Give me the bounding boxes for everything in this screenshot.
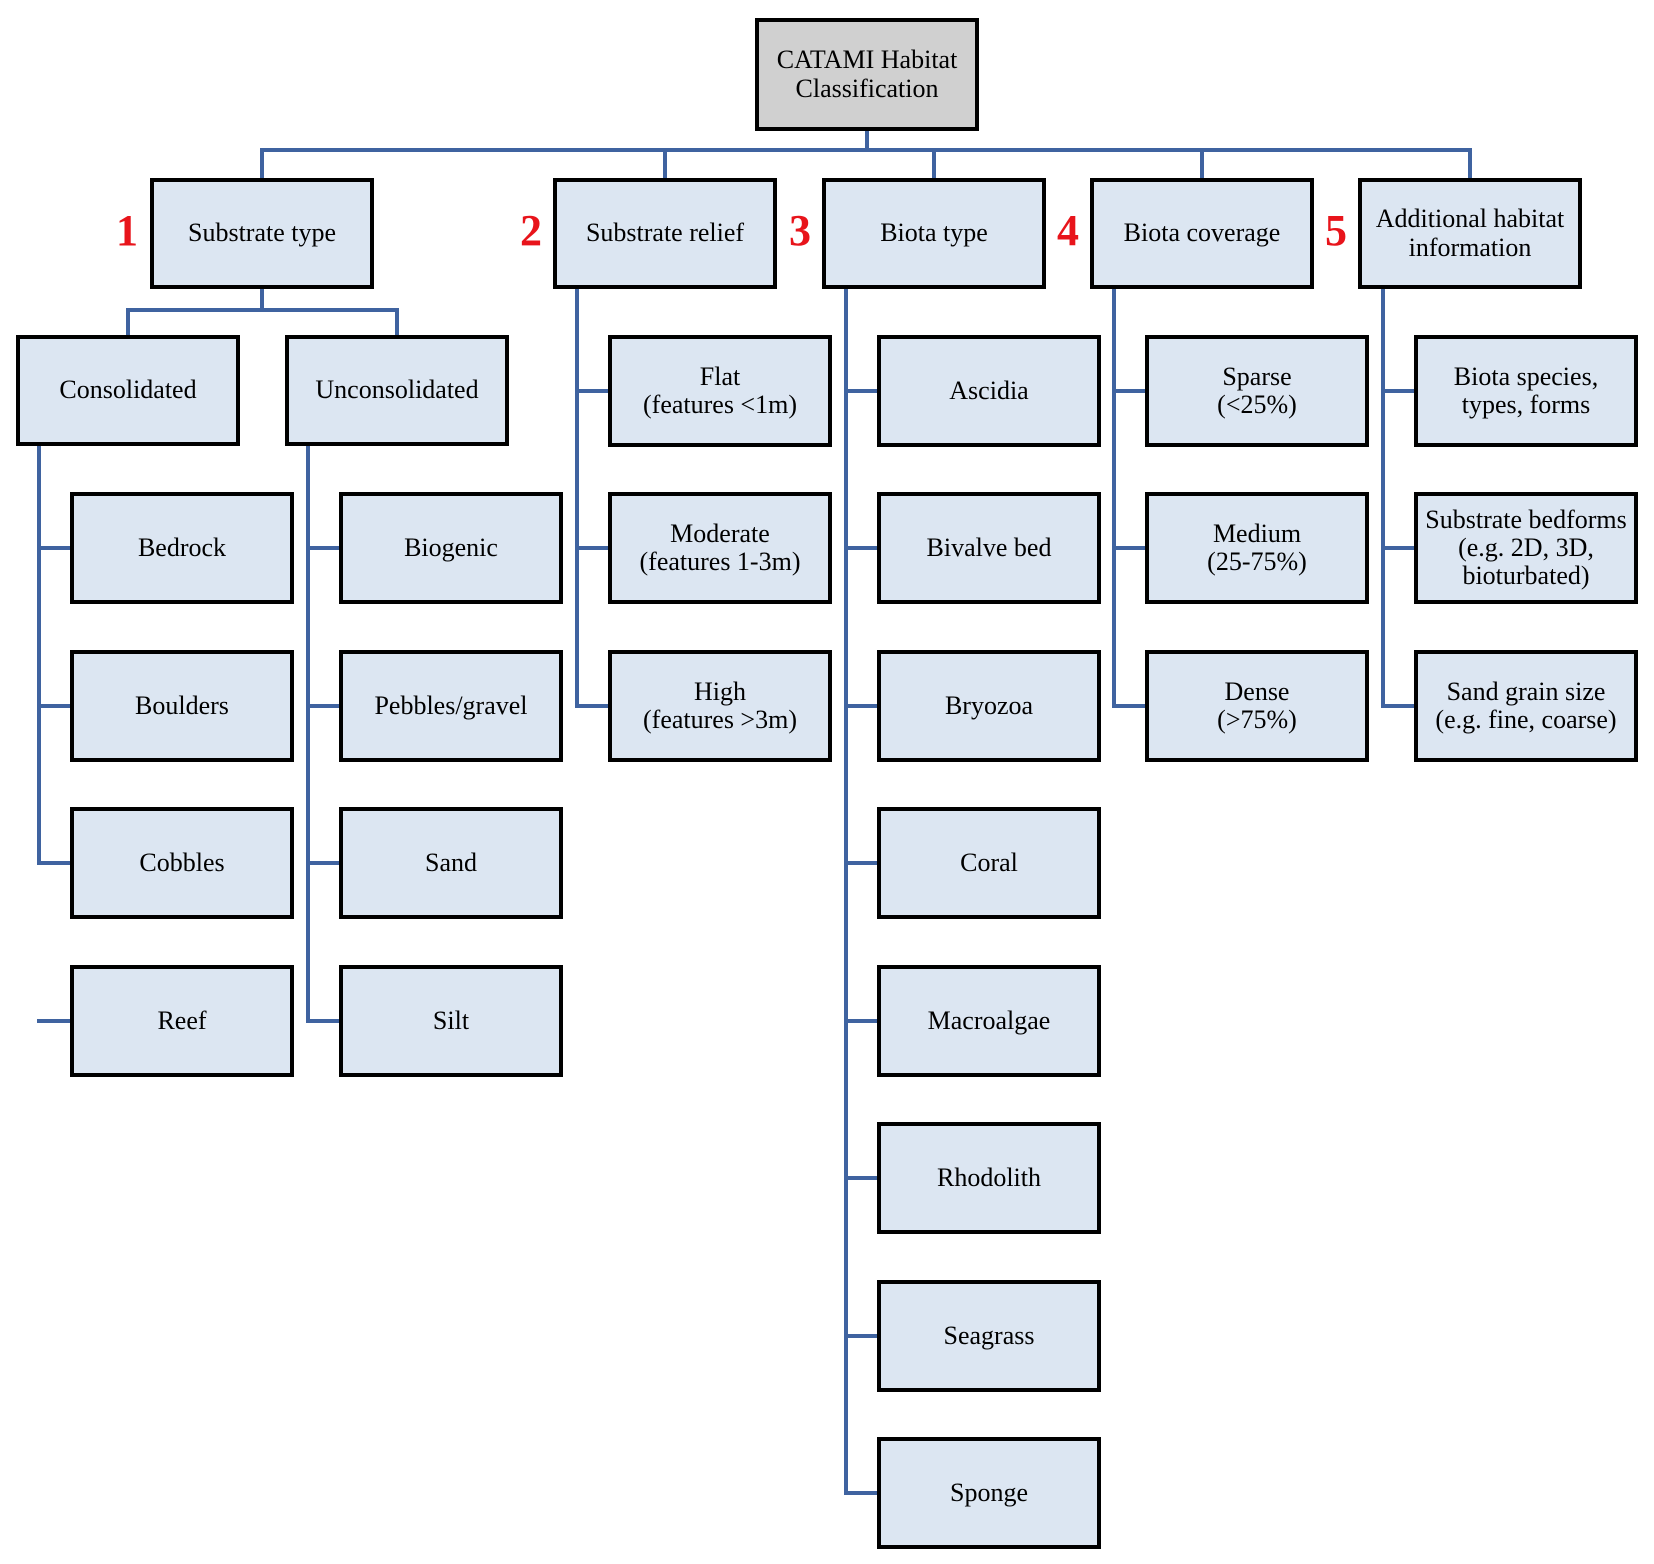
item-rhodolith: Rhodolith [877,1122,1101,1234]
item-macroalgae: Macroalgae [877,965,1101,1077]
item-sparse: Sparse (<25%) [1145,335,1369,447]
category-number-5: 5 [1325,206,1347,255]
item-cobbles: Cobbles [70,807,294,919]
group-consolidated: Consolidated [16,335,240,446]
root-node: CATAMI Habitat Classification [755,18,979,131]
item-seagrass: Seagrass [877,1280,1101,1392]
item-bedrock: Bedrock [70,492,294,604]
category-biota-type: Biota type [822,178,1046,289]
item-flat: Flat (features <1m) [608,335,832,447]
group-unconsolidated: Unconsolidated [285,335,509,446]
category-substrate-relief: Substrate relief [553,178,777,289]
item-high: High (features >3m) [608,650,832,762]
item-medium: Medium (25-75%) [1145,492,1369,604]
item-substrate-bedforms: Substrate bedforms (e.g. 2D, 3D, bioturb… [1414,492,1638,604]
item-boulders: Boulders [70,650,294,762]
category-number-4: 4 [1057,206,1079,255]
category-number-2: 2 [520,206,542,255]
item-pebbles-gravel: Pebbles/gravel [339,650,563,762]
item-ascidia: Ascidia [877,335,1101,447]
item-biogenic: Biogenic [339,492,563,604]
category-additional-habitat-information: Additional habitat information [1358,178,1582,289]
item-biota-species: Biota species, types, forms [1414,335,1638,447]
category-biota-coverage: Biota coverage [1090,178,1314,289]
item-reef: Reef [70,965,294,1077]
item-bivalve-bed: Bivalve bed [877,492,1101,604]
item-dense: Dense (>75%) [1145,650,1369,762]
item-coral: Coral [877,807,1101,919]
item-sand: Sand [339,807,563,919]
item-bryozoa: Bryozoa [877,650,1101,762]
category-number-3: 3 [789,206,811,255]
item-sponge: Sponge [877,1437,1101,1549]
item-sand-grain-size: Sand grain size (e.g. fine, coarse) [1414,650,1638,762]
category-number-1: 1 [116,206,138,255]
category-substrate-type: Substrate type [150,178,374,289]
item-silt: Silt [339,965,563,1077]
item-moderate: Moderate (features 1-3m) [608,492,832,604]
